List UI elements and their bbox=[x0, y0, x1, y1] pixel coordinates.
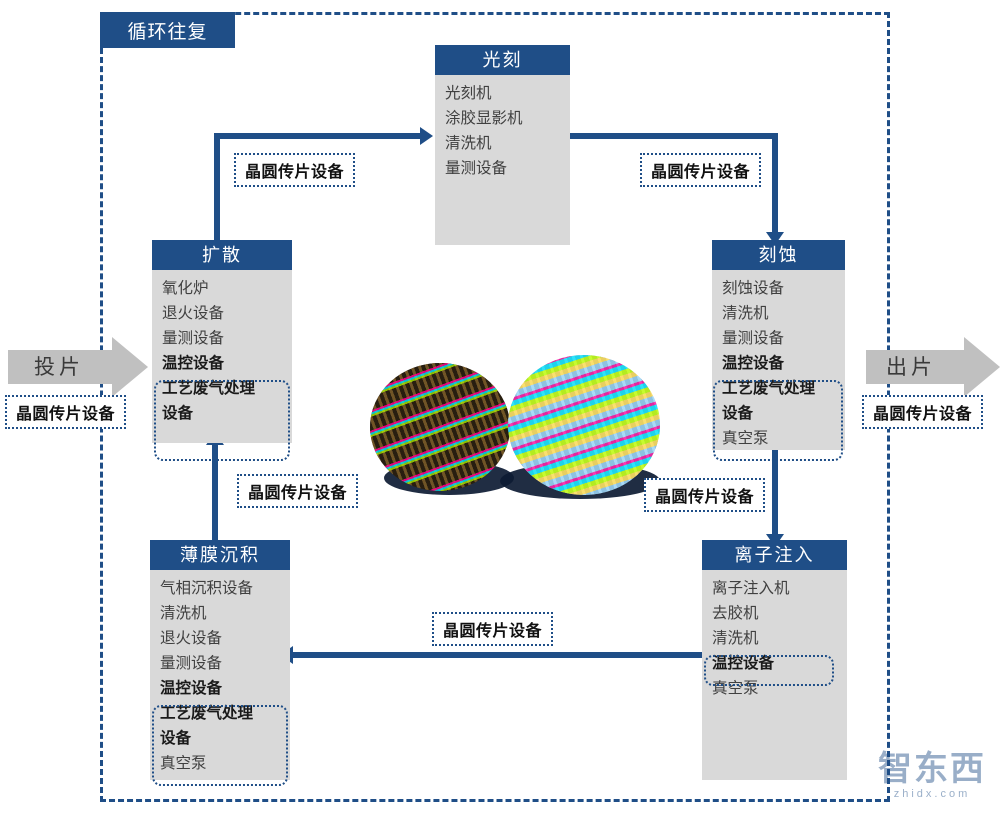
stage-item-highlighted: 温控设备 bbox=[712, 655, 775, 672]
stage-item: 量测设备 bbox=[162, 330, 225, 347]
stage-item-highlighted: 温控设备 bbox=[162, 355, 225, 372]
output-arrow: 出片 bbox=[866, 337, 1000, 397]
connector-litho-down bbox=[772, 133, 778, 236]
stage-items-photolithography: 光刻机 涂胶显影机 清洗机 量测设备 bbox=[435, 75, 570, 185]
stage-item: 氧化炉 bbox=[162, 280, 209, 297]
stage-box-diffusion[interactable]: 扩散 氧化炉 退火设备 量测设备 温控设备 工艺废气处理 设备 bbox=[152, 240, 292, 461]
connector-litho-right bbox=[570, 133, 778, 139]
wafer-pattern-right bbox=[508, 355, 660, 495]
wafer-disc-left bbox=[370, 363, 510, 491]
tag-ion-implantation-to-deposition: 晶圆传片设备 bbox=[432, 612, 554, 646]
watermark-sub: zhidx.com bbox=[893, 788, 971, 800]
stage-item: 退火设备 bbox=[160, 630, 223, 647]
stage-items-etching: 刻蚀设备 清洗机 量测设备 温控设备 工艺废气处理 设备 真空泵 bbox=[712, 270, 845, 461]
stage-item: 清洗机 bbox=[445, 135, 492, 152]
stage-items-thin-film-deposition: 气相沉积设备 清洗机 退火设备 量测设备 温控设备 工艺废气处理 设备 真空泵 bbox=[150, 570, 290, 786]
tag-etching-to-ion-implantation: 晶圆传片设备 bbox=[644, 478, 766, 512]
stage-item: 刻蚀设备 bbox=[722, 280, 785, 297]
stage-item-highlighted: 工艺废气处理 bbox=[722, 380, 816, 397]
stage-item: 去胶机 bbox=[712, 605, 759, 622]
stage-item: 量测设备 bbox=[160, 655, 223, 672]
stage-items-diffusion: 氧化炉 退火设备 量测设备 温控设备 工艺废气处理 设备 bbox=[152, 270, 292, 461]
connector-implant-left bbox=[292, 652, 778, 658]
tag-input-transfer: 晶圆传片设备 bbox=[5, 395, 127, 429]
tag-deposition-to-diffusion: 晶圆传片设备 bbox=[237, 474, 359, 508]
stage-box-ion-implantation[interactable]: 离子注入 离子注入机 去胶机 清洗机 温控设备 真空泵 bbox=[702, 540, 847, 780]
stage-item-highlighted: 设备 bbox=[160, 730, 192, 747]
tag-output-transfer: 晶圆传片设备 bbox=[862, 395, 984, 429]
output-arrow-shaft bbox=[866, 350, 966, 384]
output-arrow-head bbox=[964, 337, 1000, 397]
stage-item: 真空泵 bbox=[160, 755, 207, 772]
input-arrow-label: 投片 bbox=[34, 355, 84, 379]
stage-title-etching: 刻蚀 bbox=[712, 240, 845, 270]
stage-item: 真空泵 bbox=[712, 680, 759, 697]
arrowhead-into-photolithography bbox=[420, 127, 433, 145]
stage-item: 真空泵 bbox=[722, 430, 769, 447]
stage-item: 涂胶显影机 bbox=[445, 110, 523, 127]
stage-item-highlighted: 工艺废气处理 bbox=[160, 705, 254, 722]
stage-item: 离子注入机 bbox=[712, 580, 790, 597]
connector-diffusion-right bbox=[214, 133, 420, 139]
wafer-illustration bbox=[360, 355, 660, 530]
tag-diffusion-to-photolithography: 晶圆传片设备 bbox=[234, 153, 356, 187]
cycle-loop-title: 循环往复 bbox=[100, 12, 235, 48]
connector-etch-down bbox=[772, 450, 778, 538]
connector-diffusion-up bbox=[214, 133, 220, 250]
stage-item: 量测设备 bbox=[722, 330, 785, 347]
stage-item: 光刻机 bbox=[445, 85, 492, 102]
stage-box-thin-film-deposition[interactable]: 薄膜沉积 气相沉积设备 清洗机 退火设备 量测设备 温控设备 工艺废气处理 设备… bbox=[150, 540, 290, 786]
stage-title-thin-film-deposition: 薄膜沉积 bbox=[150, 540, 290, 570]
stage-box-photolithography[interactable]: 光刻 光刻机 涂胶显影机 清洗机 量测设备 bbox=[435, 45, 570, 245]
input-arrow-head bbox=[112, 337, 148, 397]
wafer-pattern-left bbox=[370, 363, 510, 491]
stage-item-highlighted: 设备 bbox=[722, 405, 754, 422]
stage-box-etching[interactable]: 刻蚀 刻蚀设备 清洗机 量测设备 温控设备 工艺废气处理 设备 真空泵 bbox=[712, 240, 845, 461]
output-arrow-label: 出片 bbox=[886, 355, 936, 379]
stage-item: 清洗机 bbox=[722, 305, 769, 322]
stage-item: 退火设备 bbox=[162, 305, 225, 322]
stage-item-highlighted: 温控设备 bbox=[160, 680, 223, 697]
watermark-main: 智东西 bbox=[878, 751, 986, 788]
wafer-disc-right bbox=[508, 355, 660, 495]
stage-title-ion-implantation: 离子注入 bbox=[702, 540, 847, 570]
stage-items-ion-implantation: 离子注入机 去胶机 清洗机 温控设备 真空泵 bbox=[702, 570, 847, 705]
connector-deposition-up bbox=[212, 443, 218, 548]
stage-title-photolithography: 光刻 bbox=[435, 45, 570, 75]
stage-item: 气相沉积设备 bbox=[160, 580, 254, 597]
stage-item-highlighted: 温控设备 bbox=[722, 355, 785, 372]
stage-item-highlighted: 工艺废气处理 bbox=[162, 380, 256, 397]
input-arrow: 投片 bbox=[8, 337, 148, 397]
watermark: 智东西 zhidx.com bbox=[878, 751, 986, 801]
tag-photolithography-to-etching: 晶圆传片设备 bbox=[640, 153, 762, 187]
stage-item-highlighted: 设备 bbox=[162, 405, 194, 422]
stage-item: 清洗机 bbox=[712, 630, 759, 647]
stage-title-diffusion: 扩散 bbox=[152, 240, 292, 270]
stage-item: 量测设备 bbox=[445, 160, 508, 177]
input-arrow-shaft bbox=[8, 350, 114, 384]
stage-item: 清洗机 bbox=[160, 605, 207, 622]
